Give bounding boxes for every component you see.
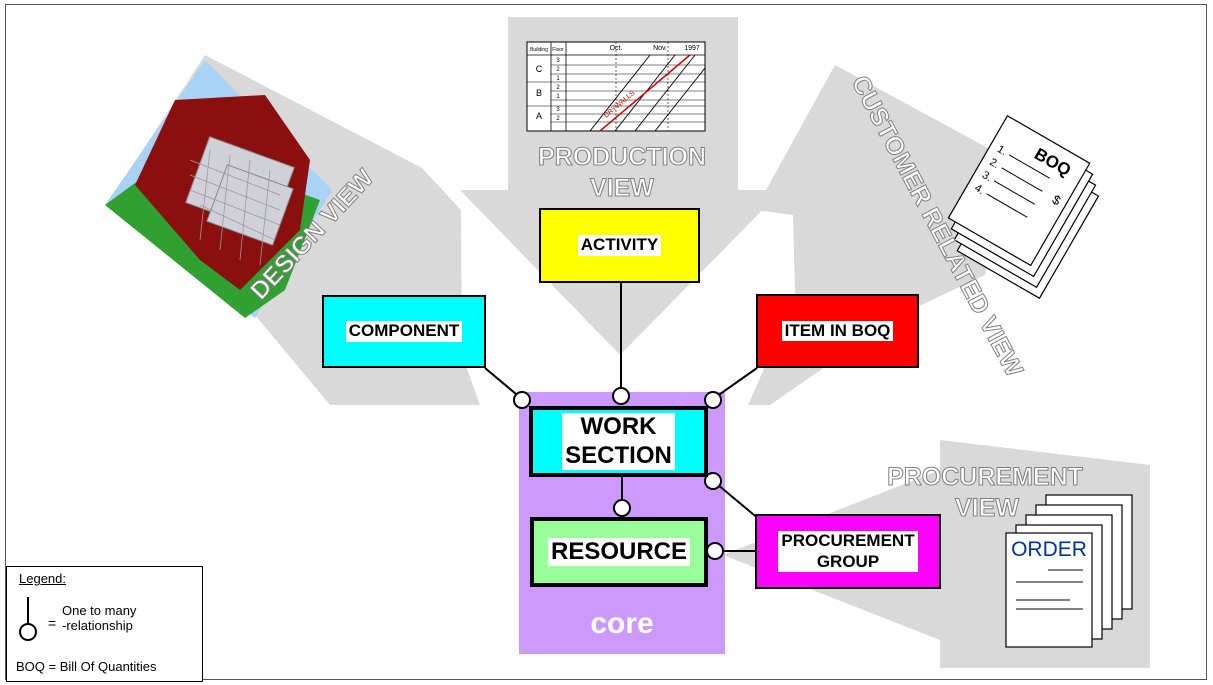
core-label: core bbox=[590, 607, 654, 640]
resource-box: RESOURCE bbox=[530, 517, 708, 587]
procurement-group-label-line2: GROUP bbox=[816, 551, 880, 571]
work-section-label-line1: WORK bbox=[580, 412, 657, 440]
item-in-boq-box: ITEM IN BOQ bbox=[756, 294, 919, 368]
component-box: COMPONENT bbox=[322, 295, 486, 368]
item-in-boq-label: ITEM IN BOQ bbox=[781, 320, 894, 342]
diagram-frame bbox=[5, 4, 1207, 680]
building-design-image bbox=[105, 60, 332, 318]
resource-label: RESOURCE bbox=[547, 537, 691, 567]
one-to-many-symbol-icon bbox=[19, 597, 37, 641]
production-view-label-line2: VIEW bbox=[590, 174, 654, 202]
schedule-header-year: 1997 bbox=[684, 45, 700, 52]
component-label: COMPONENT bbox=[345, 321, 463, 342]
schedule-building-a: A bbox=[536, 111, 542, 121]
schedule-floor: 3 bbox=[556, 107, 560, 113]
work-section-label-line2: SECTION bbox=[565, 441, 672, 469]
schedule-header-nov: Nov. bbox=[653, 45, 667, 52]
schedule-floor: 2 bbox=[556, 116, 560, 122]
schedule-floor: 3 bbox=[556, 58, 560, 64]
legend-boq-abbreviation: BOQ = Bill Of Quantities bbox=[16, 659, 157, 674]
relationship-circles bbox=[513, 387, 724, 560]
schedule-header-building: Building bbox=[530, 47, 548, 53]
schedule-floor: 2 bbox=[556, 85, 560, 91]
legend-relation-line1: One to many bbox=[62, 603, 137, 618]
production-view-label: PRODUCTION bbox=[538, 143, 706, 171]
schedule-header-oct: Oct. bbox=[610, 45, 623, 52]
schedule-floor: 1 bbox=[556, 76, 560, 82]
order-documents: ORDER bbox=[1005, 494, 1133, 648]
activity-box: ACTIVITY bbox=[539, 208, 700, 283]
activity-label: ACTIVITY bbox=[577, 235, 662, 256]
schedule-floor: 2 bbox=[556, 67, 560, 73]
order-doc-title: ORDER bbox=[1011, 538, 1087, 561]
schedule-header-floor: Floor bbox=[552, 47, 564, 53]
legend: Legend: = One to many -relationship BOQ … bbox=[6, 566, 203, 682]
schedule-building-b: B bbox=[536, 88, 542, 98]
procurement-view-label: PROCUREMENT bbox=[887, 463, 1083, 491]
schedule-building-c: C bbox=[536, 64, 543, 74]
production-schedule: Building Floor Oct. Nov. 1997 C B A 3 2 … bbox=[526, 41, 706, 132]
legend-title: Legend: bbox=[19, 571, 66, 586]
procurement-group-label-line1: PROCUREMENT bbox=[781, 531, 915, 551]
schedule-floor: 1 bbox=[556, 94, 560, 100]
legend-relation-text: One to many -relationship bbox=[62, 603, 137, 634]
procurement-view-label-line2: VIEW bbox=[955, 494, 1019, 522]
boq-documents: BOQ $ 1. 2. 3. 4. bbox=[947, 114, 1100, 300]
legend-relation-line2: -relationship bbox=[62, 617, 133, 633]
legend-equals: = bbox=[48, 615, 57, 631]
